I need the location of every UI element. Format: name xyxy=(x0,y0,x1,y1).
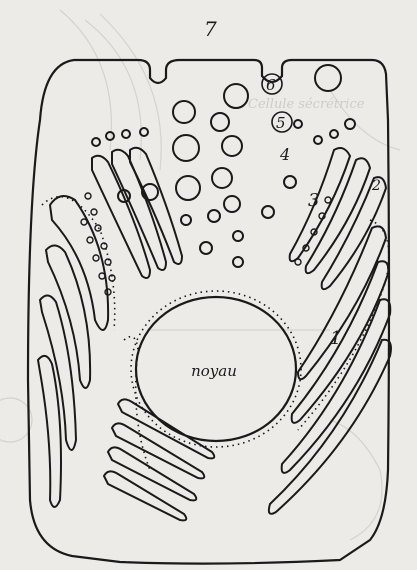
label-1: 1 xyxy=(330,328,341,349)
watermark-text: Cellule sécrétrice xyxy=(248,97,365,112)
transition-vesicles xyxy=(81,193,331,295)
nucleus-label: noyau xyxy=(191,362,237,380)
golgi-right xyxy=(290,148,386,289)
label-5-group: 5 xyxy=(272,112,292,132)
label-6-group: 6 xyxy=(262,74,282,94)
label-4: 4 xyxy=(279,145,290,164)
label-6: 6 xyxy=(266,76,276,94)
golgi-left xyxy=(92,148,182,278)
label-3: 3 xyxy=(308,190,319,211)
label-2: 2 xyxy=(371,178,381,194)
rough-er-right xyxy=(269,220,391,514)
label-7: 7 xyxy=(204,17,217,41)
nucleus: noyau xyxy=(131,291,301,447)
label-5: 5 xyxy=(276,114,286,132)
